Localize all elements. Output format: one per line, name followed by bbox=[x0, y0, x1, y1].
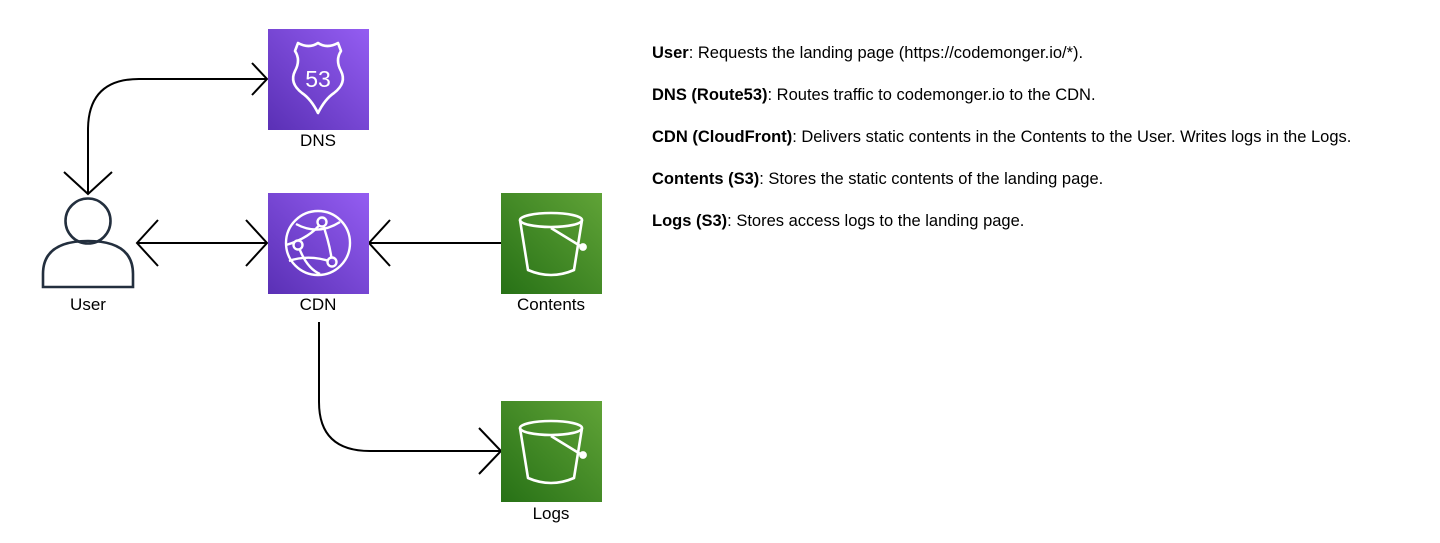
legend-dns: DNS (Route53): Routes traffic to codemon… bbox=[652, 85, 1432, 105]
contents-node[interactable]: Contents bbox=[501, 193, 602, 314]
user-label: User bbox=[70, 295, 106, 314]
edge-user-dns bbox=[87, 78, 267, 194]
user-icon bbox=[41, 197, 135, 289]
route53-icon: 53 bbox=[291, 41, 345, 115]
user-node[interactable]: User bbox=[41, 197, 135, 315]
legend-contents: Contents (S3): Stores the static content… bbox=[652, 169, 1432, 189]
legend: User: Requests the landing page (https:/… bbox=[652, 43, 1432, 253]
edge-cdn-logs bbox=[318, 322, 501, 452]
legend-term: Contents (S3) bbox=[652, 170, 760, 188]
cdn-node[interactable]: CDN bbox=[268, 193, 369, 314]
arrowhead-dns bbox=[251, 62, 269, 96]
architecture-diagram: 53 DNS CDN User bbox=[41, 29, 602, 523]
legend-term: Logs (S3) bbox=[652, 212, 728, 230]
arrowhead-user-top bbox=[63, 171, 113, 196]
cdn-label: CDN bbox=[300, 295, 337, 314]
arrowhead-user-side bbox=[135, 219, 159, 267]
dns-label: DNS bbox=[300, 131, 336, 150]
legend-text: : Routes traffic to codemonger.io to the… bbox=[767, 86, 1096, 104]
s3-bucket-icon bbox=[518, 211, 587, 277]
legend-term: User bbox=[652, 44, 689, 62]
logs-label: Logs bbox=[533, 504, 570, 523]
dns-node[interactable]: 53 DNS bbox=[268, 29, 369, 150]
legend-text: : Stores access logs to the landing page… bbox=[727, 212, 1025, 230]
legend-user: User: Requests the landing page (https:/… bbox=[652, 43, 1432, 63]
legend-text: : Stores the static contents of the land… bbox=[759, 170, 1104, 188]
legend-cdn: CDN (CloudFront): Delivers static conten… bbox=[652, 127, 1432, 147]
logs-node[interactable]: Logs bbox=[501, 401, 602, 523]
legend-text: : Requests the landing page (https://cod… bbox=[688, 44, 1084, 62]
arrowhead-cdn-left bbox=[245, 219, 269, 267]
route53-badge: 53 bbox=[305, 66, 331, 92]
legend-term: CDN (CloudFront) bbox=[652, 128, 793, 146]
contents-label: Contents bbox=[517, 295, 585, 314]
cloudfront-icon bbox=[284, 209, 352, 277]
legend-text: : Delivers static contents in the Conten… bbox=[792, 128, 1352, 146]
legend-logs: Logs (S3): Stores access logs to the lan… bbox=[652, 211, 1432, 231]
s3-bucket-icon bbox=[518, 419, 587, 485]
legend-term: DNS (Route53) bbox=[652, 86, 768, 104]
